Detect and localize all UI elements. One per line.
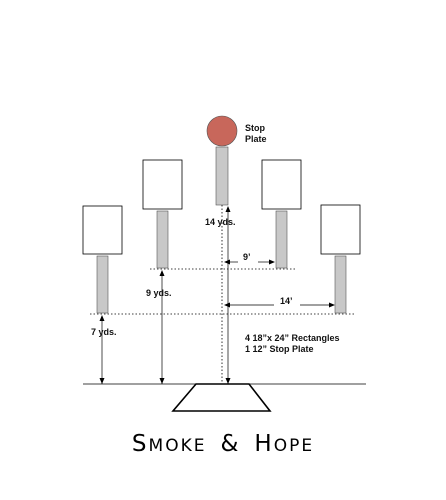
title-small-caps: MOKE (149, 436, 207, 456)
rectangle-target (261, 159, 302, 210)
target-post (156, 210, 169, 269)
arrowhead (225, 206, 231, 212)
arrowhead (224, 259, 230, 265)
target-far-right (320, 204, 361, 314)
rectangle-target (82, 205, 123, 255)
arrowhead (99, 315, 105, 321)
stop-plate-label-line1: Stop (245, 123, 265, 133)
stop-plate-circle (206, 115, 238, 147)
target-post (334, 255, 347, 314)
title-letter: H (254, 431, 273, 457)
arrowhead (159, 270, 165, 276)
stop-plate-label-line2: Plate (245, 134, 267, 144)
target-mid-right (261, 159, 302, 269)
shooting-box (171, 383, 272, 412)
stop-plate-post (215, 146, 229, 206)
distance-label-14ft: 14’ (280, 296, 293, 306)
distance-label-9yds: 9 yds. (146, 288, 172, 298)
stop-plate-target (206, 115, 238, 206)
arrowhead (159, 378, 165, 384)
target-mid-left (142, 159, 183, 269)
arrowhead (329, 302, 335, 308)
distance-label-9ft: 9’ (243, 252, 251, 262)
note-stop-plate: 1 12” Stop Plate (245, 344, 314, 354)
arrowhead (269, 259, 275, 265)
distance-label-7yds: 7 yds. (91, 327, 117, 337)
target-post (96, 255, 109, 314)
target-post (275, 210, 288, 269)
rectangle-target (320, 204, 361, 255)
target-far-left (82, 205, 123, 314)
arrowhead (224, 302, 230, 308)
stage-title: SMOKE&HOPE (132, 431, 314, 457)
note-rectangles: 4 18”x 24” Rectangles (245, 333, 340, 343)
arrowhead (225, 378, 231, 384)
arrowhead (99, 378, 105, 384)
distance-label-14yds: 14 yds. (205, 217, 236, 227)
title-small-caps: OPE (274, 436, 314, 456)
title-letter: S (132, 431, 149, 457)
title-letter: & (220, 431, 240, 457)
rectangle-target (142, 159, 183, 210)
